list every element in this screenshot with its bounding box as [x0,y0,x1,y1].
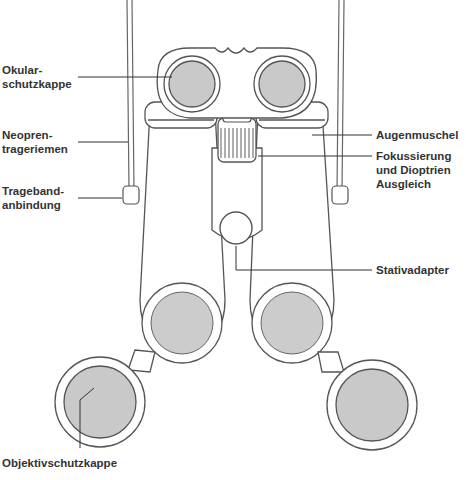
neoprene-strap-line [342,0,344,190]
leader-lines-polyline [80,388,94,448]
neoprene-strap-line [337,0,339,190]
objective-caps-circle [55,357,145,447]
eyepiece-cap [157,48,316,118]
objective-caps [55,350,417,450]
objective-caps-circle [327,360,417,450]
objective-caps-path [128,350,155,372]
binocular-body-line [148,119,214,120]
neoprene-strap-line [127,0,129,190]
strap-lugs-rect [332,186,348,204]
leader-lines-polyline [78,198,122,199]
part-label: Neopren- trageriemen [2,128,78,156]
leader-lines-polyline [78,142,128,143]
binocular-body-line [259,119,325,120]
tripod-adapter [220,212,252,244]
part-label: Fokussierung und Dioptrien Ausgleich [376,149,462,191]
objective-caps-path [318,352,344,372]
eyepiece-cap-circle [169,61,215,107]
part-label: Okular- schutzkappe [2,63,78,91]
neoprene-strap-line [132,0,134,190]
leader-lines-polyline [236,246,372,270]
part-label: Augenmuschel [376,128,462,142]
eyepiece-cap-path [157,48,316,118]
strap-lugs-rect [123,186,139,204]
part-label: Stativadapter [376,263,462,277]
objective-lenses-circle [142,283,222,363]
focus-knob [218,112,256,162]
leader-lines [78,77,372,448]
eyepiece-cap-circle [259,61,305,107]
strap-lugs [123,186,348,204]
eyepiece-cap-circle [164,56,220,112]
eyepiece-cap-circle [254,56,310,112]
objective-lenses-circle [151,292,213,354]
objective-caps-circle [336,369,408,441]
focus-knob-rect [220,128,254,158]
leader-lines-polyline [258,156,372,157]
objective-lenses-circle [252,283,332,363]
leader-lines-polyline [312,135,372,136]
objective-caps-circle [64,366,136,438]
tripod-adapter-circle [220,212,252,244]
part-label: Trageband- anbindung [2,184,78,212]
objective-lenses [142,283,332,363]
focus-knob-rect [218,118,256,162]
objective-lenses-circle [261,292,323,354]
part-label: Objektivschutzkappe [2,456,162,470]
leader-lines-polyline [78,77,172,78]
